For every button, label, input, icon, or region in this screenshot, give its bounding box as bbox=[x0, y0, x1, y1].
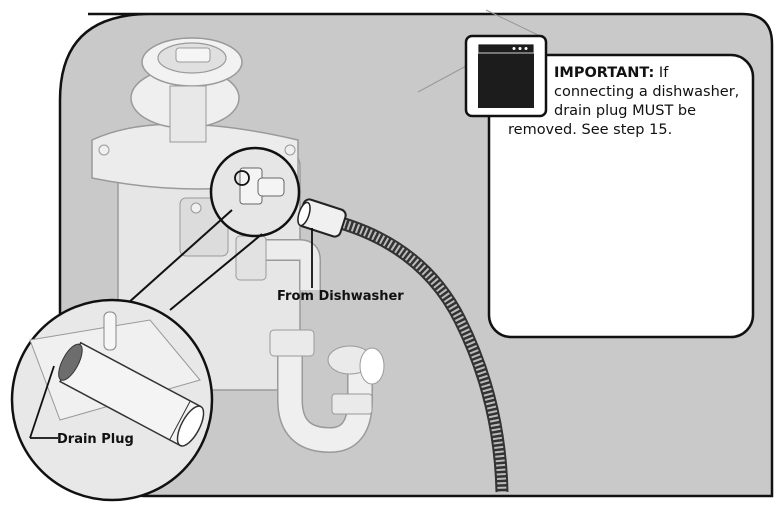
note-line-4: removed. See step 15. bbox=[508, 122, 673, 138]
dishwasher-icon bbox=[464, 34, 548, 118]
from-dishwasher-label: From Dishwasher bbox=[277, 289, 404, 304]
important-callout-box bbox=[487, 53, 755, 339]
drain-plug-label: Drain Plug bbox=[57, 432, 134, 447]
inlet-detail-circle bbox=[209, 146, 301, 238]
drain-plug-leader bbox=[29, 365, 55, 439]
note-line-2: connecting a dishwasher, bbox=[554, 84, 740, 100]
important-note: IMPORTANT: If connecting a dishwasher, d… bbox=[508, 64, 744, 140]
note-line-1: If bbox=[654, 65, 669, 81]
dishwasher-hose bbox=[297, 198, 509, 493]
drain-pipe bbox=[235, 235, 385, 454]
drain-plug-detail-circle bbox=[10, 298, 214, 502]
note-line-3: drain plug MUST be bbox=[554, 103, 697, 119]
important-heading: IMPORTANT: bbox=[554, 65, 655, 81]
